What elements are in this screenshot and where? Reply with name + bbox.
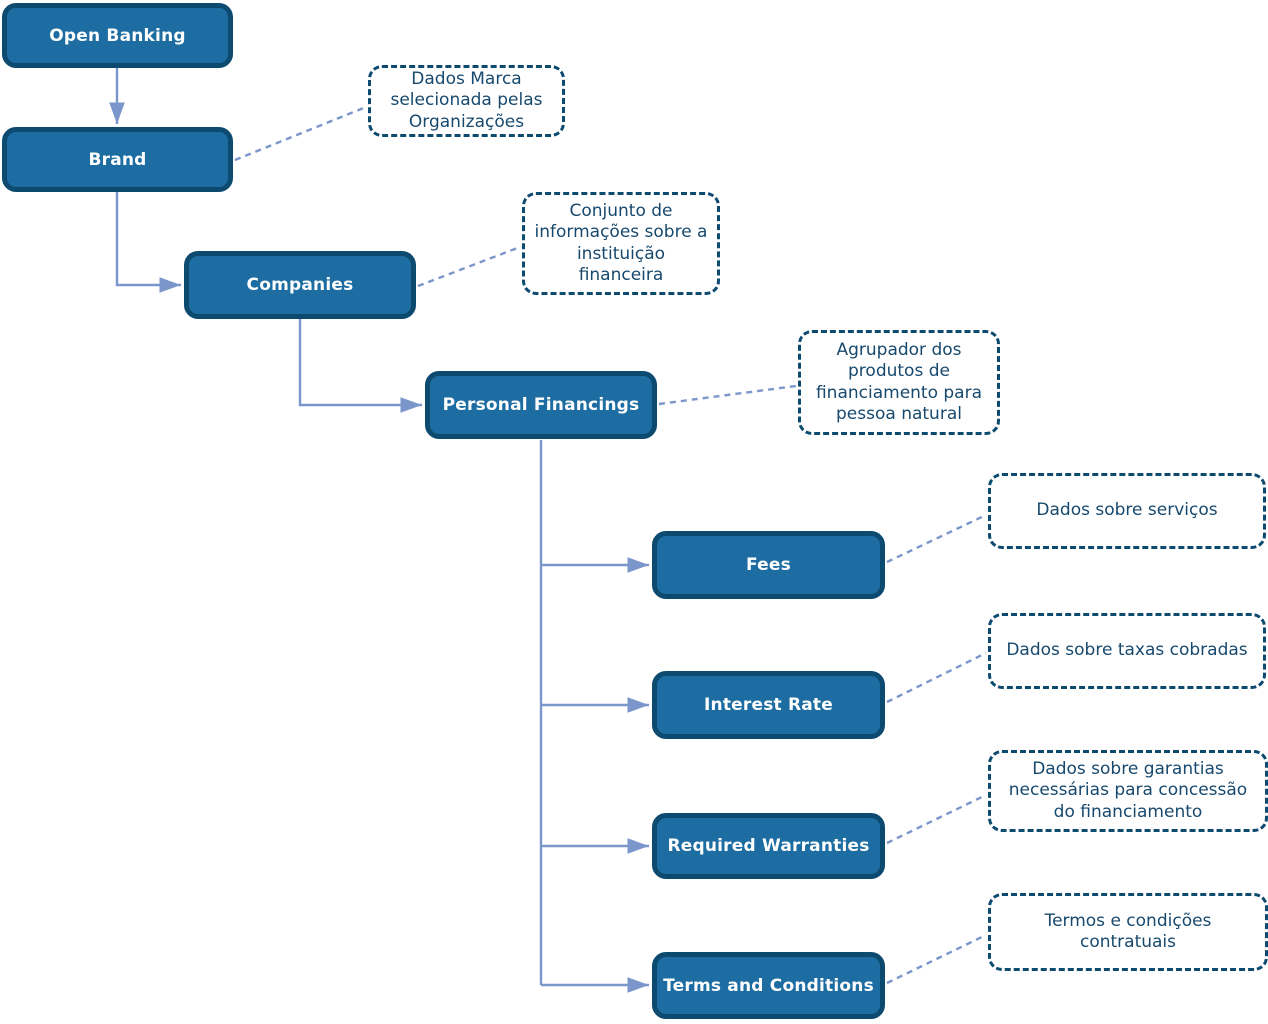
leader-personal-financings-annotation bbox=[658, 384, 797, 406]
node-interest-rate: Interest Rate bbox=[652, 671, 885, 739]
leader-brand-annotation bbox=[234, 105, 367, 162]
annotation-fees: Dados sobre serviços bbox=[988, 473, 1266, 549]
annotation-companies: Conjunto de informações sobre a institui… bbox=[522, 192, 720, 295]
connector-companies-to-personal-financings bbox=[298, 319, 422, 413]
node-open-banking: Open Banking bbox=[2, 3, 233, 68]
leader-required-warranties-annotation bbox=[886, 793, 987, 845]
annotation-interest-rate: Dados sobre taxas cobradas bbox=[988, 613, 1266, 689]
node-personal-financings: Personal Financings bbox=[425, 371, 657, 439]
node-required-warranties: Required Warranties bbox=[652, 813, 885, 879]
leader-interest-rate-annotation bbox=[886, 651, 987, 704]
annotation-terms-and-conditions: Termos e condições contratuais bbox=[988, 893, 1268, 971]
node-brand: Brand bbox=[2, 127, 233, 192]
leader-companies-annotation bbox=[417, 245, 521, 288]
node-companies: Companies bbox=[184, 251, 416, 319]
connector-brand-to-companies bbox=[115, 192, 181, 293]
annotation-personal-financings: Agrupador dos produtos de financiamento … bbox=[798, 330, 1000, 435]
leader-terms-and-conditions-annotation bbox=[886, 933, 987, 985]
annotation-brand: Dados Marca selecionada pelas Organizaçõ… bbox=[368, 65, 565, 137]
node-terms-and-conditions: Terms and Conditions bbox=[652, 952, 885, 1019]
leader-fees-annotation bbox=[886, 513, 987, 564]
node-fees: Fees bbox=[652, 531, 885, 599]
annotation-required-warranties: Dados sobre garantias necessárias para c… bbox=[988, 750, 1268, 832]
